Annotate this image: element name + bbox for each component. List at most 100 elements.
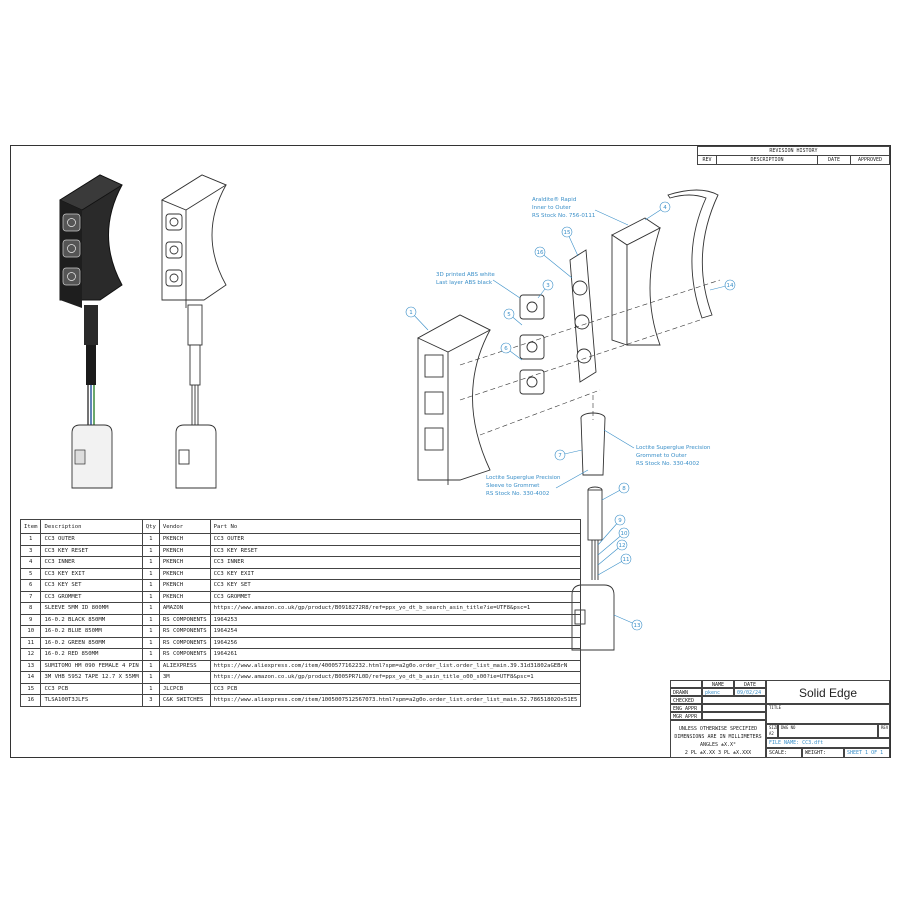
tolerance-line-4: 2 PL ±X.XX 3 PL ±X.XXX (684, 750, 752, 756)
weight-label: WEIGHT: (802, 748, 844, 758)
bom-cell-vendor: AMAZON (158, 602, 211, 615)
bom-cell-qty: 1 (141, 567, 160, 580)
bom-cell-qty: 1 (141, 659, 160, 672)
scale-label: SCALE: (766, 748, 802, 758)
bom-cell-description: CC3 OUTER (40, 533, 143, 546)
bom-cell-vendor: 3M (158, 671, 211, 684)
bom-header-qty: Qty (141, 519, 160, 534)
bom-cell-item: 3 (19, 544, 42, 557)
drawing-sheet-border (10, 145, 891, 758)
bom-cell-description: CC3 KEY SET (40, 579, 143, 592)
bom-cell-description: 16-0.2 GREEN 850MM (40, 636, 143, 649)
title-block: NAME DATE DRAWN pkenc 09/02/24 CHECKED E… (670, 680, 890, 758)
bom-cell-vendor: PKENCH (158, 567, 211, 580)
drawn-label: DRAWN (670, 688, 702, 696)
bom-cell-part-no: https://www.amazon.co.uk/gp/product/B005… (209, 671, 582, 684)
bom-cell-description: 16-0.2 BLUE 850MM (40, 625, 143, 638)
bom-cell-vendor: RS COMPONENTS (158, 636, 211, 649)
loctite-sleeve-note-line-3: RS Stock No. 330-4002 (486, 491, 549, 497)
bom-cell-vendor: PKENCH (158, 590, 211, 603)
bom-cell-item: 4 (19, 556, 42, 569)
balloon: 9 (618, 518, 622, 524)
abs-note-line-1: 3D printed ABS white (436, 272, 495, 278)
balloon: 6 (504, 346, 508, 352)
bom-cell-qty: 1 (141, 613, 160, 626)
balloon: 15 (564, 230, 571, 236)
bom-cell-part-no: CC3 KEY RESET (209, 544, 582, 557)
bom-cell-qty: 1 (141, 682, 160, 695)
company-name: Solid Edge (766, 680, 890, 704)
balloon: 13 (634, 623, 641, 629)
bom-cell-description: 16-0.2 RED 850MM (40, 648, 143, 661)
bom-cell-description: 16-0.2 BLACK 850MM (40, 613, 143, 626)
bom-cell-part-no: 1964254 (209, 625, 582, 638)
bom-cell-part-no: CC3 KEY EXIT (209, 567, 582, 580)
bom-cell-description: CC3 PCB (40, 682, 143, 695)
bom-header-vendor: Vendor (158, 519, 211, 534)
balloon: 16 (537, 250, 544, 256)
bom-cell-part-no: CC3 KEY SET (209, 579, 582, 592)
balloon: 5 (507, 312, 511, 318)
bom-cell-qty: 3 (141, 694, 160, 707)
sheet-number: SHEET 1 OF 1 (844, 748, 890, 758)
revision-history-table: REVISION HISTORY REV DESCRIPTION DATE AP… (697, 146, 890, 165)
drawn-date: 09/02/24 (734, 688, 766, 696)
araldite-note-line-3: RS Stock No. 756-0111 (532, 213, 595, 219)
tolerance-line-3: ANGLES ±X.X° (699, 742, 737, 748)
bom-cell-part-no: 1964253 (209, 613, 582, 626)
title-col-name: NAME (702, 680, 734, 688)
revision-header-approved: APPROVED (850, 155, 890, 165)
loctite-grommet-note-line-2: Grommet to Outer (636, 453, 687, 459)
bom-cell-vendor: PKENCH (158, 579, 211, 592)
bom-cell-part-no: CC3 GROMMET (209, 590, 582, 603)
tolerance-line-1: UNLESS OTHERWISE SPECIFIED (678, 726, 758, 732)
bom-cell-item: 15 (19, 682, 42, 695)
bom-cell-part-no: https://www.aliexpress.com/item/40005771… (209, 659, 582, 672)
balloon: 12 (619, 543, 626, 549)
bom-cell-qty: 1 (141, 671, 160, 684)
bom-cell-part-no: https://www.amazon.co.uk/gp/product/B091… (209, 602, 582, 615)
bom-cell-item: 11 (19, 636, 42, 649)
exploded-view (417, 189, 719, 651)
revision-header-description: DESCRIPTION (716, 155, 818, 165)
line-art-view (161, 174, 227, 489)
bom-cell-qty: 1 (141, 648, 160, 661)
bom-cell-vendor: C&K SWITCHES (158, 694, 211, 707)
balloon: 4 (663, 205, 667, 211)
revision-header-rev: REV (697, 155, 717, 165)
bom-header-description: Description (40, 519, 143, 534)
balloon: 11 (623, 557, 630, 563)
assembly-centerlines (459, 279, 721, 436)
revision-header-date: DATE (817, 155, 851, 165)
title-col-date: DATE (734, 680, 766, 688)
bom-cell-vendor: ALIEXPRESS (158, 659, 211, 672)
araldite-note-line-2: Inner to Outer (532, 205, 572, 211)
bom-cell-item: 7 (19, 590, 42, 603)
bom-cell-vendor: PKENCH (158, 556, 211, 569)
bom-cell-description: CC3 GROMMET (40, 590, 143, 603)
bom-cell-vendor: PKENCH (158, 544, 211, 557)
loctite-grommet-note-line-1: Loctite Superglue Precision (636, 445, 711, 451)
bom-cell-item: 14 (19, 671, 42, 684)
bom-cell-qty: 1 (141, 590, 160, 603)
bom-header-part-no: Part No (209, 519, 582, 534)
balloon: 1 (409, 310, 413, 316)
loctite-sleeve-note-line-2: Sleeve to Grommet (486, 483, 540, 489)
bom-cell-description: TLSA100T3JLFS (40, 694, 143, 707)
balloon: 14 (727, 283, 734, 289)
bom-cell-qty: 1 (141, 544, 160, 557)
bom-cell-item: 5 (19, 567, 42, 580)
bom-cell-vendor: RS COMPONENTS (158, 625, 211, 638)
